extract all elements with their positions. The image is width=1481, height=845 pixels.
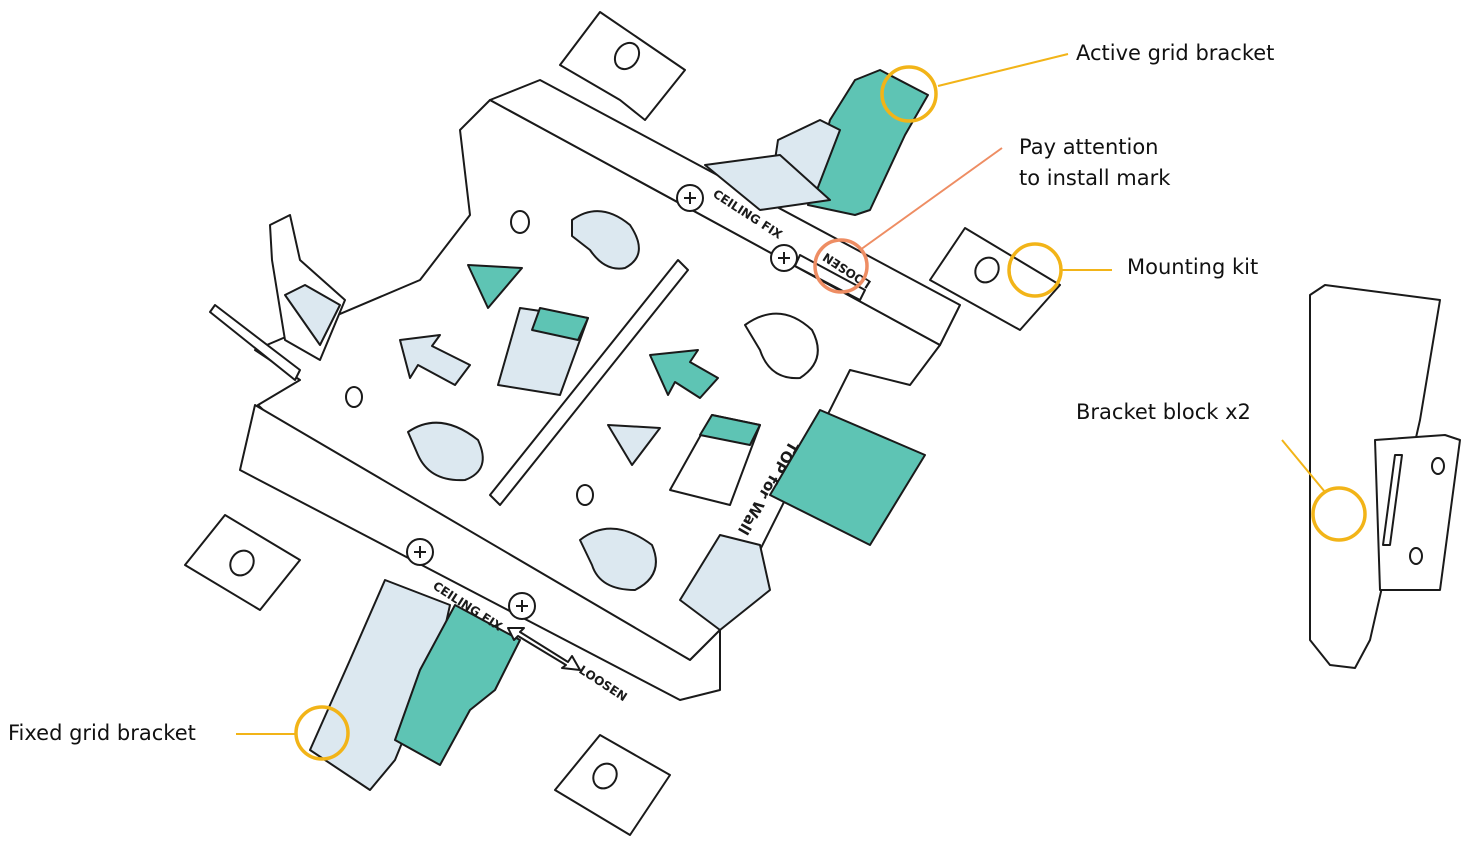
bottom-tab-hole	[592, 762, 618, 790]
callout-line-block	[1281, 439, 1326, 493]
callout-circle-active	[880, 65, 938, 123]
bracket-block-hole-1	[1431, 457, 1445, 475]
label-bracket-block: Bracket block x2	[1076, 400, 1251, 424]
left-tab-hole	[229, 549, 255, 577]
corner-block	[679, 534, 771, 631]
label-active-grid-bracket: Active grid bracket	[1076, 41, 1275, 65]
center-window-teal-edge	[531, 307, 589, 341]
active-grid-bracket-base	[704, 154, 831, 211]
keyhole-slot-2	[744, 312, 819, 380]
callout-circle-install	[813, 238, 869, 294]
left-side-tongue	[209, 304, 301, 381]
plate-hole-3	[576, 484, 594, 506]
left-side-clip-face	[284, 284, 341, 346]
label-fixed-grid-bracket: Fixed grid bracket	[8, 721, 196, 745]
right-window-teal	[699, 414, 761, 446]
callout-line-active	[937, 53, 1069, 87]
arrow-left-teal	[649, 349, 719, 399]
lower-loosen-arrow	[507, 627, 581, 671]
callout-circle-block	[1311, 486, 1367, 542]
screw-lower-1	[406, 538, 434, 566]
callout-line-install	[859, 147, 1003, 251]
plate-hole-2	[345, 386, 363, 408]
top-tab-hole	[613, 41, 641, 71]
arrow-left-outline	[399, 334, 471, 386]
wall-bracket	[769, 409, 926, 546]
triangle-outline	[607, 424, 661, 466]
bracket-block-slot	[1382, 454, 1403, 546]
fixed-grid-bracket-teal	[394, 604, 521, 766]
upper-loosen-slot	[794, 254, 866, 301]
screw-upper-2	[770, 244, 798, 272]
right-tab-hole	[974, 256, 1000, 284]
lower-flange	[239, 404, 721, 701]
fixed-grid-bracket-plate	[309, 579, 451, 791]
bracket-block-hole-2	[1409, 547, 1423, 565]
label-install-mark-line1: Pay attention	[1019, 135, 1159, 159]
label-mounting-kit: Mounting kit	[1127, 255, 1259, 279]
bracket-block-rail	[1309, 284, 1441, 669]
callout-circle-fixed	[294, 705, 350, 761]
screw-upper-1	[676, 184, 704, 212]
keyhole-slot-1	[571, 210, 640, 270]
label-install-mark-line2: to install mark	[1019, 166, 1171, 190]
triangle-teal	[467, 264, 523, 309]
plate-hole-1	[510, 210, 530, 234]
callout-circle-mounting	[1007, 242, 1063, 298]
center-slot	[489, 259, 689, 506]
keyhole-slot-3	[407, 421, 484, 482]
screw-lower-2	[508, 592, 536, 620]
keyhole-slot-4	[579, 527, 657, 591]
